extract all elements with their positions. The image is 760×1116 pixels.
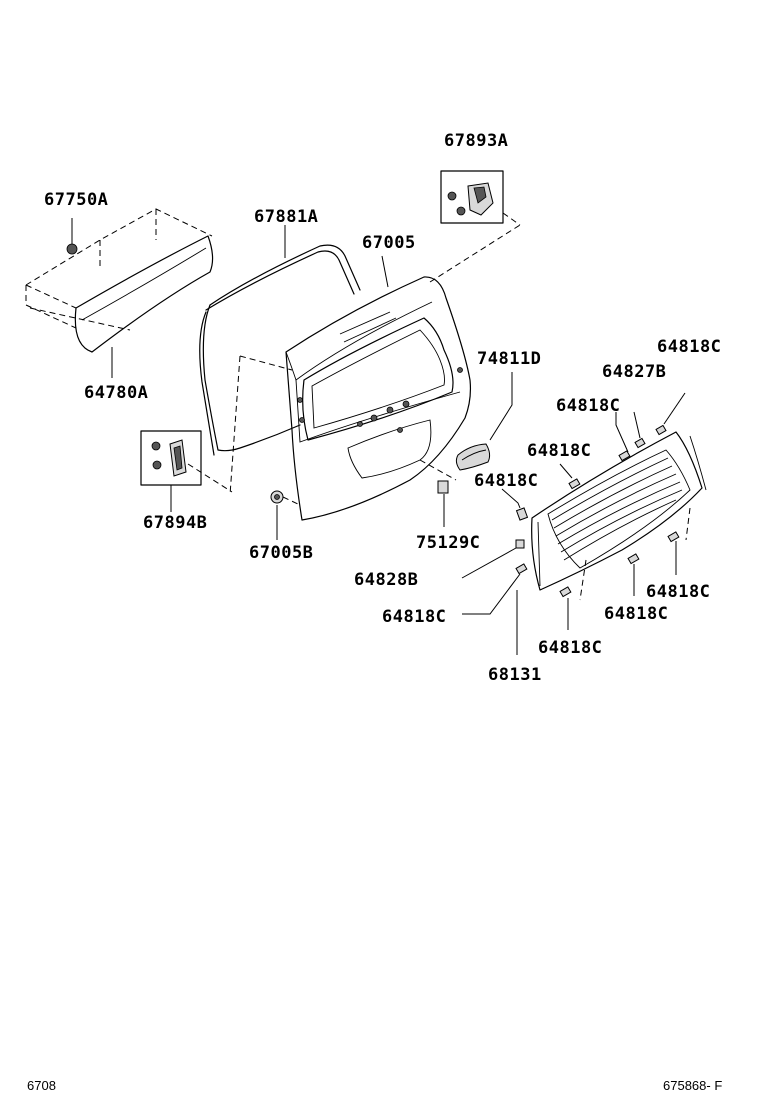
defogger-lines <box>551 457 683 561</box>
glass-clips <box>461 392 686 630</box>
label-64818C-bottom: 64818C <box>538 638 602 658</box>
label-64780A: 64780A <box>84 383 148 403</box>
label-64818C-top: 64818C <box>657 337 721 357</box>
part-75129C-emblem <box>437 480 449 527</box>
label-67750A: 67750A <box>44 190 108 210</box>
label-64818C-right: 64818C <box>646 582 710 602</box>
label-74811D: 74811D <box>477 349 541 369</box>
label-64818C-left: 64818C <box>382 607 446 627</box>
label-64818C-mid: 64818C <box>604 604 668 624</box>
footer-drawing-code: 675868- F <box>663 1078 722 1093</box>
label-64827B: 64827B <box>602 362 666 382</box>
label-67005: 67005 <box>362 233 416 253</box>
footer-figure-number: 6708 <box>27 1078 56 1093</box>
part-67005-back-door <box>285 224 521 521</box>
label-68131: 68131 <box>488 665 542 685</box>
label-67894B: 67894B <box>143 513 207 533</box>
label-75129C: 75129C <box>416 533 480 553</box>
part-68131-back-glass <box>516 431 707 655</box>
part-67881A-weatherstrip <box>199 225 361 496</box>
label-67005B: 67005B <box>249 543 313 563</box>
label-67893A: 67893A <box>444 131 508 151</box>
label-64818C-3: 64818C <box>527 441 591 461</box>
part-67005B-stopper <box>270 490 301 540</box>
label-64818C-4: 64818C <box>474 471 538 491</box>
label-64818C-2: 64818C <box>556 396 620 416</box>
label-67881A: 67881A <box>254 207 318 227</box>
part-67894B-kit-box <box>140 430 233 512</box>
part-74811D-lamp <box>455 372 513 471</box>
part-67893A-kit-box <box>440 170 521 226</box>
label-64828B: 64828B <box>354 570 418 590</box>
part-64780A-spoiler <box>25 208 214 378</box>
